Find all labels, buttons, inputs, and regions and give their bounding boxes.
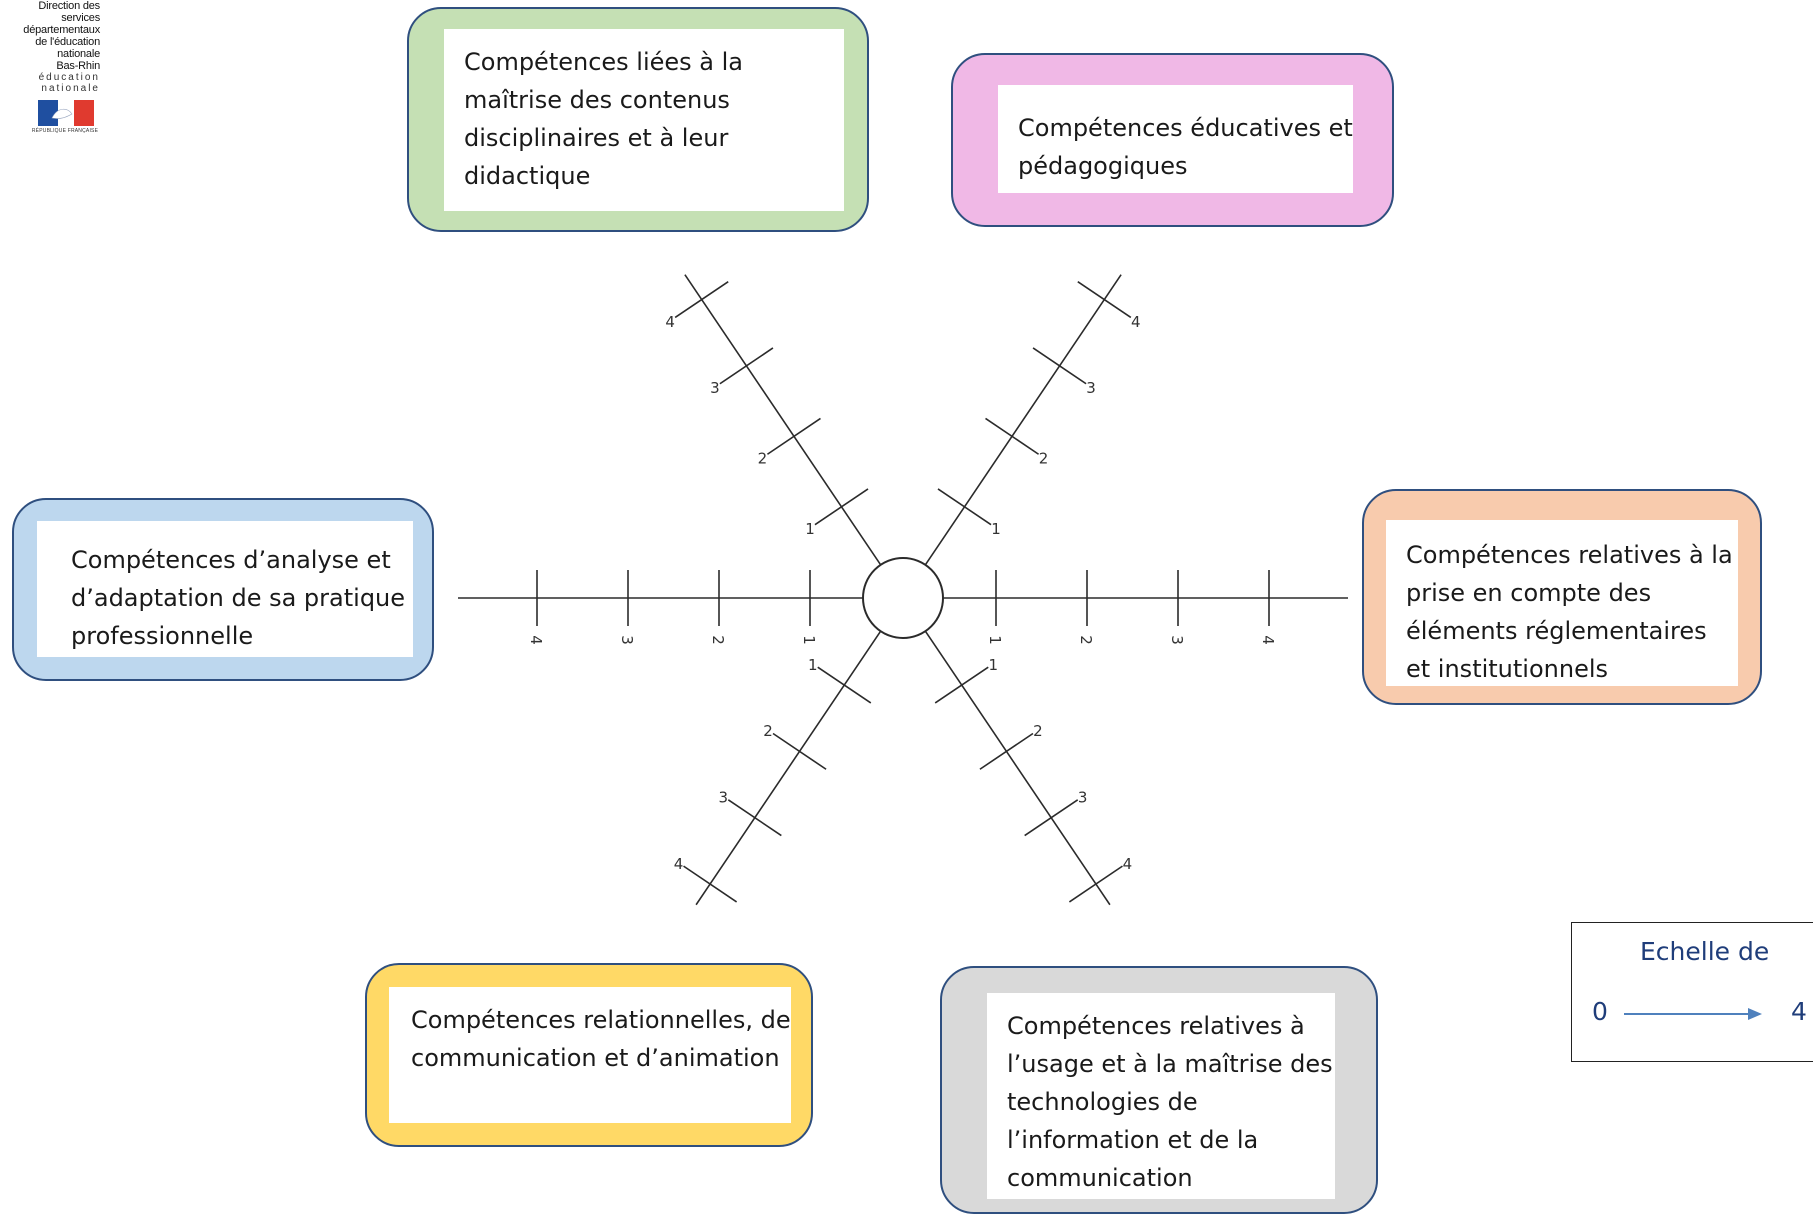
box-relationnelles: Compétences relationnelles, de communica… [365,963,813,1147]
axis-reglementaires-label-3: 3 [1168,635,1186,645]
axis-educatives-label-4: 4 [1131,313,1141,331]
axis-disciplinaires-label-4: 4 [665,313,675,331]
axis-technologies-tick-4 [1068,865,1123,903]
axis-disciplinaires-label-3: 3 [710,379,720,397]
box-analyse-text: Compétences d’analyse et d’adaptation de… [37,521,413,657]
scale-max-label: 4 [1791,997,1807,1026]
scale-title: Echelle de [1640,937,1770,966]
scale-legend: Echelle de 0 4 [1571,922,1813,1062]
axis-technologies-tick-3 [1024,799,1079,837]
box-educatives: Compétences éducatives et pédagogiques [951,53,1394,227]
axis-disciplinaires-label-2: 2 [758,450,768,468]
box-analyse: Compétences d’analyse et d’adaptation de… [12,498,434,681]
axis-educatives-line [924,274,1122,566]
box-technologies-text: Compétences relatives à l’usage et à la … [987,993,1335,1199]
axis-relationnelles-tick-2 [772,732,827,770]
axis-educatives-tick-2 [985,417,1040,455]
axis-relationnelles-tick-1 [817,666,872,704]
axis-educatives-tick-3 [1032,347,1087,385]
axis-reglementaires-label-2: 2 [1077,635,1095,645]
scale-arrow-icon [1624,1008,1762,1020]
academy-logo: Direction des services départementaux de… [0,0,100,94]
axis-technologies-line [924,630,1111,906]
box-disciplinaires-text: Compétences liées à la maîtrise des cont… [444,29,844,211]
axis-relationnelles-label-4: 4 [674,855,684,873]
axis-reglementaires-label-1: 1 [986,635,1004,645]
box-relationnelles-text: Compétences relationnelles, de communica… [389,987,791,1123]
axis-analyse-label-2: 2 [709,635,727,645]
axis-disciplinaires-tick-4 [674,280,729,319]
box-technologies: Compétences relatives à l’usage et à la … [940,966,1378,1214]
republique-label: RÉPUBLIQUE FRANÇAISE [31,128,99,134]
axis-relationnelles-tick-4 [683,865,738,903]
axis-educatives-tick-4 [1077,280,1132,319]
axis-educatives-tick-1 [937,488,992,526]
axis-technologies-tick-1 [934,666,989,704]
header-edu-1: éducation [38,72,100,83]
axis-disciplinaires-tick-1 [814,488,869,526]
axis-relationnelles-label-2: 2 [763,722,773,740]
header-edu-2: nationale [41,83,100,94]
header-line-2: départementaux [23,24,100,36]
box-reglementaires: Compétences relatives à la prise en comp… [1362,489,1762,705]
axis-analyse-label-1: 1 [800,635,818,645]
axis-technologies-label-2: 2 [1033,722,1043,740]
axis-analyse-label-4: 4 [527,635,545,645]
axis-analyse-label-3: 3 [618,635,636,645]
axis-educatives-label-3: 3 [1086,379,1096,397]
axis-relationnelles-line [695,630,882,906]
axis-relationnelles-label-1: 1 [808,656,818,674]
axis-educatives-label-1: 1 [991,520,1001,538]
axis-disciplinaires-label-1: 1 [805,520,815,538]
axis-reglementaires-label-4: 4 [1259,635,1277,645]
box-educatives-text: Compétences éducatives et pédagogiques [998,85,1353,193]
header-line-1: Direction des services [38,0,100,24]
box-reglementaires-text: Compétences relatives à la prise en comp… [1386,520,1738,686]
axis-relationnelles-label-3: 3 [719,788,729,806]
header-line-4: Bas-Rhin [56,60,100,72]
axis-educatives-label-2: 2 [1039,450,1049,468]
axis-technologies-label-4: 4 [1123,855,1133,873]
axis-relationnelles-tick-3 [727,799,782,837]
axis-technologies-label-3: 3 [1078,788,1088,806]
axis-disciplinaires-tick-2 [766,417,821,455]
axis-disciplinaires-tick-3 [719,347,774,385]
box-disciplinaires: Compétences liées à la maîtrise des cont… [407,7,869,232]
axis-technologies-label-1: 1 [988,656,998,674]
axis-disciplinaires-line [684,274,882,566]
scale-min-label: 0 [1592,997,1608,1026]
header-line-3: de l'éducation nationale [35,36,100,60]
axis-technologies-tick-2 [979,732,1034,770]
marianne-flag-icon [38,100,94,126]
center-circle [862,557,944,639]
